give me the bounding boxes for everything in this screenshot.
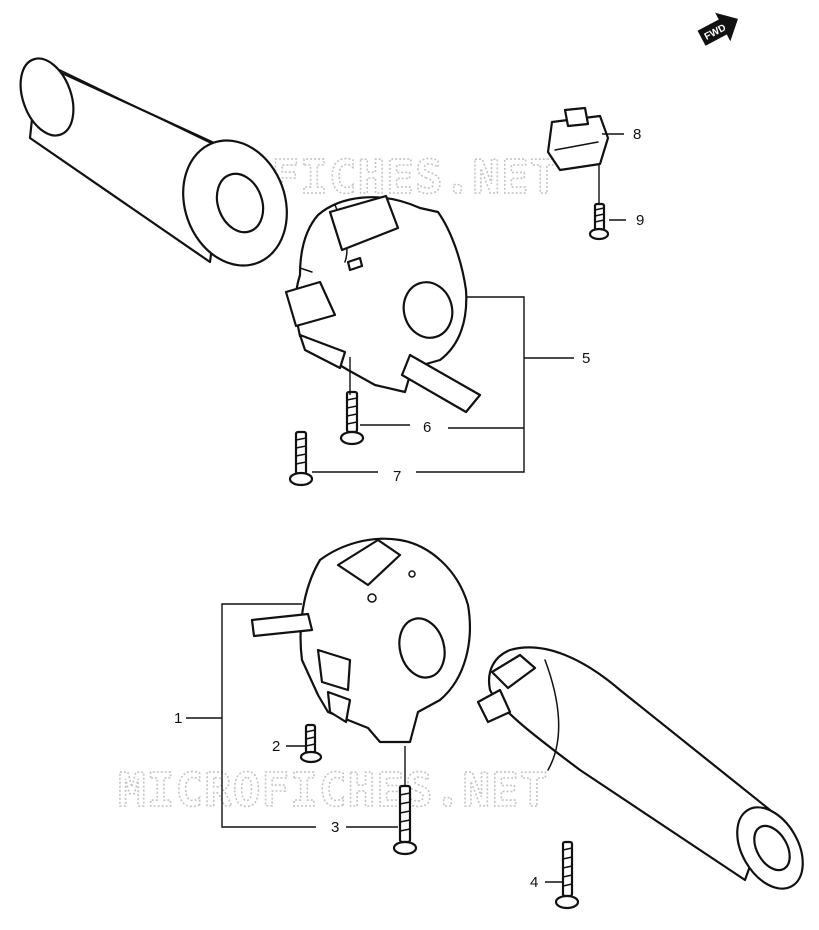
leader-lines — [186, 133, 626, 883]
callout-5: 5 — [582, 350, 590, 367]
callout-6: 6 — [423, 419, 431, 436]
screw-part-7 — [288, 430, 314, 487]
callout-4: 4 — [530, 874, 538, 891]
screw-part-2 — [299, 723, 323, 764]
clutch-switch-part-8 — [546, 106, 610, 172]
right-switch-housing — [250, 537, 471, 744]
left-handlebar-grip — [19, 57, 288, 267]
callout-8: 8 — [633, 126, 641, 143]
callout-7: 7 — [393, 468, 401, 485]
fwd-arrow-icon: FWD — [697, 12, 738, 46]
screw-part-4 — [554, 840, 580, 910]
callout-9: 9 — [636, 212, 644, 229]
screw-part-6 — [339, 390, 365, 446]
callout-1: 1 — [174, 710, 182, 727]
left-switch-housing — [284, 194, 482, 414]
screw-part-9 — [588, 202, 610, 241]
callout-2: 2 — [272, 738, 280, 755]
right-throttle-grip — [476, 646, 804, 890]
callout-3: 3 — [331, 819, 339, 836]
watermark-bottom: MICROFICHES.NET — [118, 763, 548, 817]
